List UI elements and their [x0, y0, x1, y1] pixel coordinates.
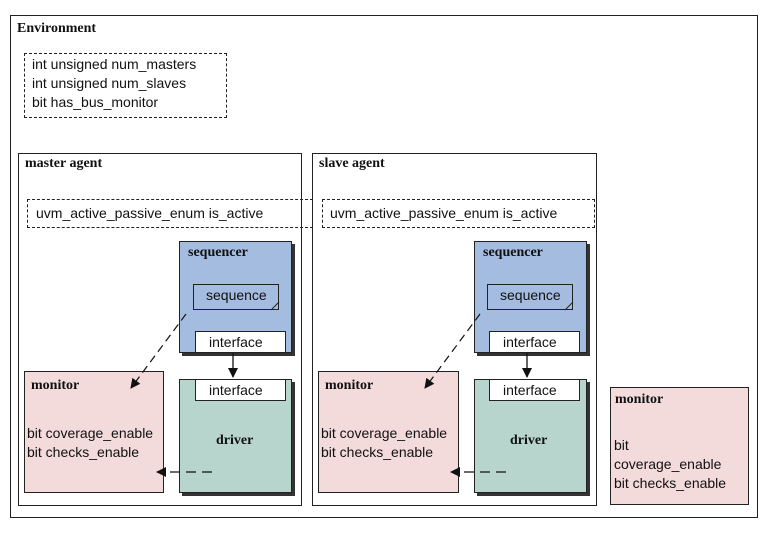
slave-monitor [318, 371, 459, 493]
bus-monitor-fields: bit coverage_enable bit checks_enable [614, 436, 726, 493]
environment-box [10, 15, 758, 518]
environment-config-list: int unsigned num_masters int unsigned nu… [32, 55, 196, 112]
slave-sequencer-title: sequencer [483, 245, 543, 260]
slave-agent-box [312, 153, 597, 506]
slave-agent-title: slave agent [319, 156, 385, 171]
slave-sequence-box [487, 284, 573, 310]
master-sequencer-interface-label: interface [209, 334, 263, 350]
master-agent-title: master agent [25, 156, 103, 171]
master-agent-box [18, 153, 302, 506]
slave-sequencer-interface [489, 331, 580, 353]
master-sequence-box [193, 284, 279, 310]
config-has-bus-monitor: bit has_bus_monitor [32, 94, 159, 110]
master-driver-title: driver [216, 433, 254, 448]
slave-driver-interface-label: interface [503, 382, 557, 398]
slave-is-active-label: uvm_active_passive_enum is_active [330, 205, 558, 221]
bus-monitor-title: monitor [615, 392, 664, 407]
slave-is-active-box [322, 199, 595, 228]
environment-config-box [24, 53, 227, 118]
slave-sequence-label: sequence [500, 287, 561, 303]
master-is-active-label: uvm_active_passive_enum is_active [36, 205, 264, 221]
slave-sequence-curl [564, 301, 574, 311]
master-sequence-to-monitor-arrow [130, 313, 187, 389]
master-sequencer-title: sequencer [188, 245, 248, 260]
master-monitor-coverage-enable: bit coverage_enable [27, 425, 154, 441]
bus-monitor-field-bit: bit [614, 437, 629, 453]
bus-monitor [610, 387, 749, 505]
master-monitor-title: monitor [31, 378, 80, 393]
config-num-slaves: int unsigned num_slaves [32, 75, 187, 91]
config-num-masters: int unsigned num_masters [32, 56, 197, 72]
master-monitor-fields: bit coverage_enable bit checks_enable [27, 424, 153, 462]
master-sequence-label: sequence [206, 287, 267, 303]
master-driver-interface [195, 379, 286, 401]
bus-monitor-field-checks-enable: bit checks_enable [614, 475, 727, 491]
slave-monitor-checks-enable: bit checks_enable [321, 444, 434, 460]
master-monitor-checks-enable: bit checks_enable [27, 444, 140, 460]
master-sequence-curl [270, 301, 280, 311]
slave-sequencer-interface-label: interface [503, 334, 557, 350]
slave-monitor-coverage-enable: bit coverage_enable [321, 425, 448, 441]
bus-monitor-field-coverage-enable: coverage_enable [614, 456, 722, 472]
master-sequencer-interface [195, 331, 286, 353]
slave-monitor-title: monitor [325, 378, 374, 393]
slave-driver-interface [489, 379, 580, 401]
slave-monitor-fields: bit coverage_enable bit checks_enable [321, 424, 447, 462]
master-monitor [24, 371, 164, 493]
slave-sequence-to-monitor-arrow [424, 313, 481, 389]
slave-driver-title: driver [510, 433, 548, 448]
master-driver-interface-label: interface [209, 382, 263, 398]
environment-title: Environment [17, 21, 97, 36]
